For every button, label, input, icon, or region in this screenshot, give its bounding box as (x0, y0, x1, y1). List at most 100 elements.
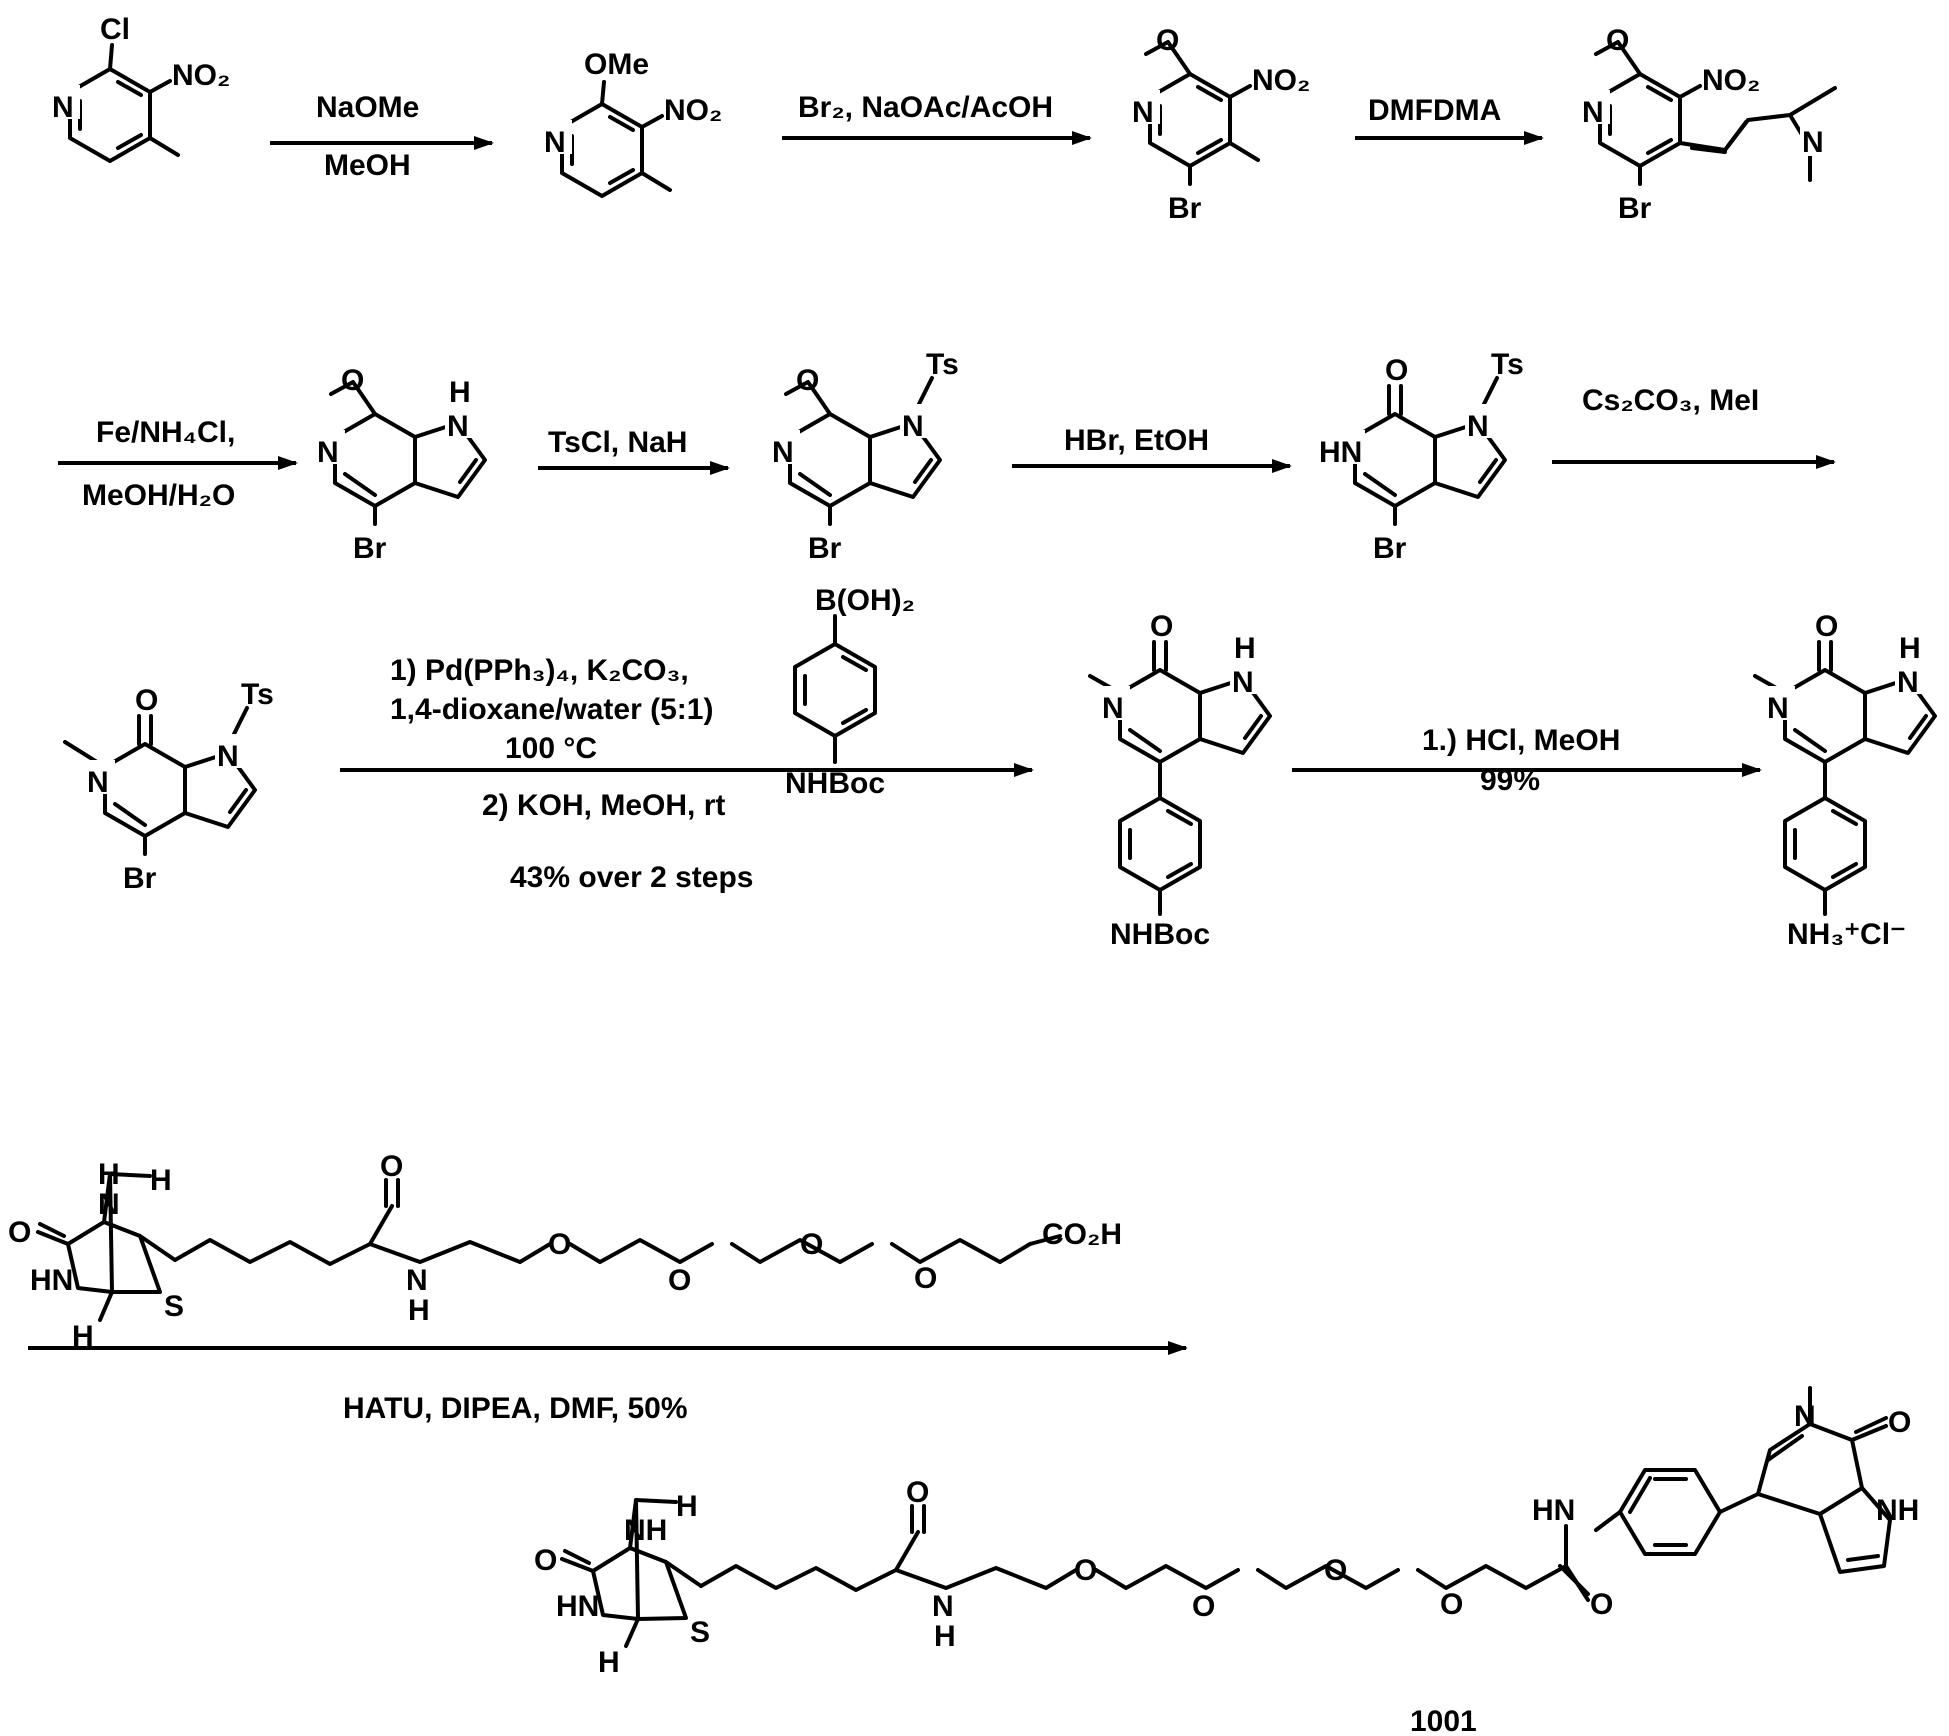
o-label: O (800, 1228, 823, 1261)
hn-label: HN (30, 1264, 73, 1297)
br-label: Br (1168, 192, 1202, 225)
o-label: O (914, 1262, 937, 1295)
nh3cl-label: NH₃⁺Cl⁻ (1787, 918, 1906, 951)
reaction-arrow-7: Cs₂CO₃, MeI (1552, 384, 1834, 462)
o-label: O (8, 1216, 31, 1249)
compound-5: N O N H Br (315, 364, 485, 565)
h-label: H (934, 1620, 956, 1653)
no2-label: NO₂ (172, 59, 230, 92)
compound-1: N Cl NO₂ (50, 13, 230, 161)
compound-4: N O NO₂ N Br (1580, 24, 1835, 225)
reaction-arrow-4: Fe/NH₄Cl, MeOH/H₂O (58, 416, 296, 512)
n-label: N (217, 740, 239, 773)
o-label: O (1606, 24, 1629, 57)
arrow-8-line-1: 1) Pd(PPh₃)₄, K₂CO₃, (390, 654, 689, 687)
compound-2: N OMe NO₂ (542, 48, 722, 196)
reaction-arrow-10: HATU, DIPEA, DMF, 50% (28, 1348, 1186, 1425)
n-label: N (406, 1264, 428, 1297)
reaction-arrow-8: 1) Pd(PPh₃)₄, K₂CO₃, 1,4-dioxane/water (… (340, 654, 1032, 894)
o-label: O (1815, 610, 1838, 643)
h-label: H (676, 1490, 698, 1523)
reaction-arrow-5: TsCl, NaH (538, 426, 728, 468)
n-label: N (98, 1188, 120, 1221)
n-label: N (1102, 692, 1124, 725)
h-label: H (408, 1294, 430, 1327)
n-label: N (52, 91, 74, 124)
hn-label: HN (1319, 436, 1362, 469)
arrow-2-reagent: Br₂, NaOAc/AcOH (798, 91, 1053, 124)
o-label: O (341, 364, 364, 397)
boronic-acid-reagent: B(OH)₂ NHBoc (785, 584, 915, 800)
o-label: O (1888, 1406, 1911, 1439)
cl-label: Cl (100, 13, 130, 46)
br-label: Br (353, 532, 387, 565)
hn-label: HN (1532, 1494, 1575, 1527)
o-label: O (1156, 24, 1179, 57)
boh2-label: B(OH)₂ (815, 584, 915, 617)
n-label: N (544, 126, 566, 159)
br-label: Br (1618, 192, 1652, 225)
n-label: N (317, 436, 339, 469)
o-label: O (906, 1476, 929, 1509)
reaction-arrow-6: HBr, EtOH (1012, 424, 1290, 466)
o-label: O (1440, 1588, 1463, 1621)
n-label: N (932, 1590, 954, 1623)
o-label: O (1385, 354, 1408, 387)
hn-label: HN (556, 1590, 599, 1623)
arrow-8-line-5: 43% over 2 steps (510, 861, 753, 894)
arrow-6-reagent: HBr, EtOH (1064, 424, 1209, 457)
arrow-8-line-2: 1,4-dioxane/water (5:1) (390, 693, 713, 726)
nh-label: NH (1876, 1494, 1919, 1527)
no2-label: NO₂ (664, 94, 722, 127)
compound-9: N O N H NHBoc (1090, 610, 1270, 951)
arrow-1-reagent: NaOMe (316, 91, 419, 124)
n-label: N (772, 436, 794, 469)
br-label: Br (808, 532, 842, 565)
ts-label: Ts (1491, 348, 1524, 381)
arrow-8-line-4: 2) KOH, MeOH, rt (482, 789, 725, 822)
nhboc-label: NHBoc (1110, 918, 1210, 951)
o-label: O (380, 1150, 403, 1183)
o-label: O (1590, 1588, 1613, 1621)
compound-10: N O N H NH₃⁺Cl⁻ (1755, 610, 1935, 951)
o-label: O (135, 684, 158, 717)
o-label: O (668, 1264, 691, 1297)
compound-8: N O N Ts Br (65, 678, 274, 895)
compound-7: HN O N Ts Br (1317, 348, 1524, 565)
h-label: H (98, 1158, 120, 1191)
o-label: O (1074, 1554, 1097, 1587)
n-label: N (1794, 1400, 1816, 1433)
co2h-label: CO₂H (1042, 1218, 1122, 1251)
n-label: N (902, 410, 924, 443)
br-label: Br (1373, 532, 1407, 565)
compound-1001: O NH H HN H S O N H O O O O O HN N O NH … (534, 1388, 1919, 1736)
n-label: N (1897, 666, 1919, 699)
no2-label: NO₂ (1702, 64, 1760, 97)
h-label: H (598, 1646, 620, 1679)
reaction-arrow-9: 1.) HCl, MeOH 99% (1292, 724, 1760, 797)
compound-6: N O N Ts Br (770, 348, 959, 565)
compound-3: N O NO₂ Br (1130, 24, 1310, 225)
o-label: O (1192, 1590, 1215, 1623)
arrow-10-conditions: HATU, DIPEA, DMF, 50% (343, 1392, 688, 1425)
arrow-5-reagent: TsCl, NaH (548, 426, 687, 459)
n-label: N (1467, 410, 1489, 443)
arrow-9-yield: 99% (1480, 764, 1540, 797)
reaction-arrow-1: NaOMe MeOH (270, 91, 492, 182)
n-label: N (87, 766, 109, 799)
reaction-arrow-3: DMFDMA (1355, 94, 1542, 138)
s-label: S (164, 1290, 184, 1323)
h-label: H (150, 1164, 172, 1197)
arrow-9-reagent: 1.) HCl, MeOH (1422, 724, 1620, 757)
ts-label: Ts (926, 348, 959, 381)
arrow-7-reagent: Cs₂CO₃, MeI (1582, 384, 1759, 417)
n-label: N (1802, 126, 1824, 159)
n-label: N (1767, 692, 1789, 725)
reaction-arrow-2: Br₂, NaOAc/AcOH (782, 91, 1090, 138)
n-label: N (447, 410, 469, 443)
ts-label: Ts (241, 678, 274, 711)
arrow-4-solvent: MeOH/H₂O (82, 479, 235, 512)
nh-label: NH (624, 1514, 667, 1547)
arrow-1-solvent: MeOH (324, 149, 411, 182)
